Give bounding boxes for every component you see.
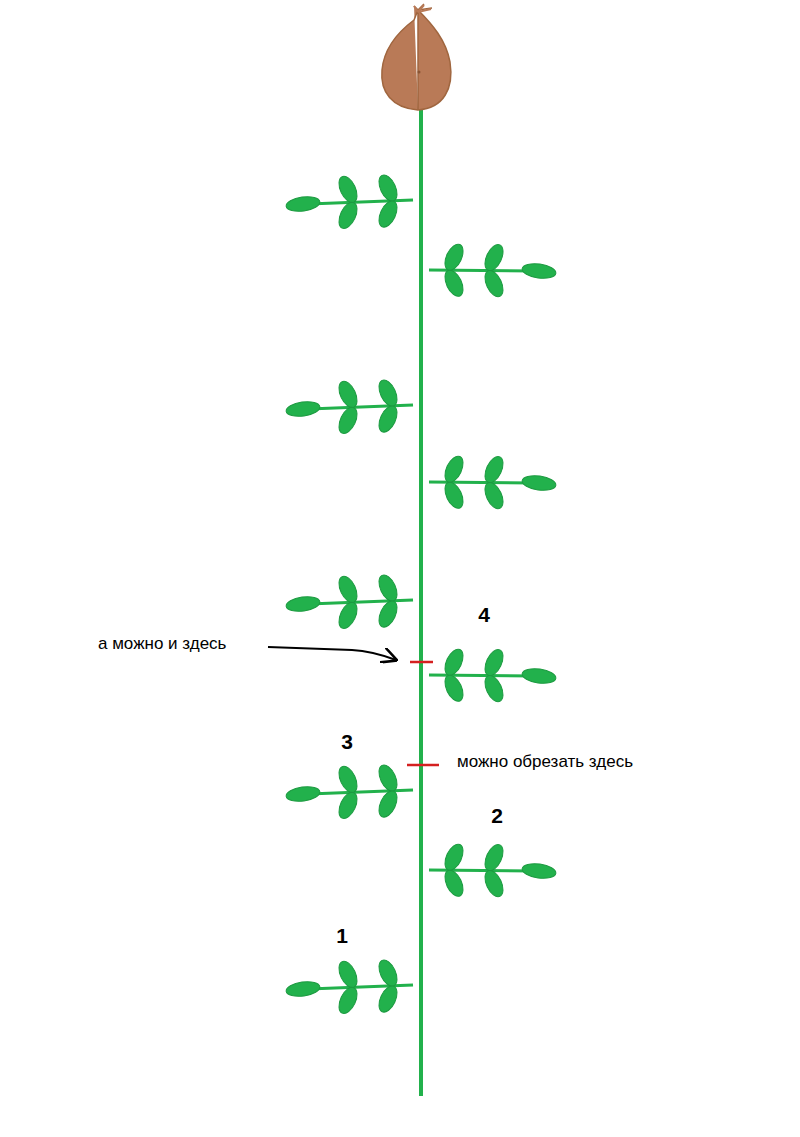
cut-mark bbox=[410, 661, 433, 664]
compound-leaf bbox=[285, 572, 413, 631]
compound-leaf bbox=[429, 241, 557, 299]
leaves bbox=[285, 172, 557, 1016]
compound-leaf bbox=[429, 841, 557, 899]
callout-number: 1 bbox=[336, 925, 348, 946]
compound-leaf bbox=[429, 646, 557, 704]
note-text: а можно и здесь bbox=[98, 635, 226, 652]
stem bbox=[419, 110, 423, 1096]
pointer-arrow bbox=[268, 647, 396, 660]
compound-leaf bbox=[285, 957, 413, 1016]
compound-leaf bbox=[285, 762, 413, 821]
note-text: можно обрезать здесь bbox=[457, 753, 633, 770]
compound-leaf bbox=[285, 172, 413, 231]
callout-number: 3 bbox=[341, 731, 353, 752]
tuber bbox=[382, 4, 451, 110]
callout-number: 2 bbox=[491, 805, 503, 826]
callout-number: 4 bbox=[478, 604, 490, 625]
cut-mark bbox=[407, 764, 439, 767]
compound-leaf bbox=[429, 453, 557, 511]
compound-leaf bbox=[285, 377, 413, 436]
